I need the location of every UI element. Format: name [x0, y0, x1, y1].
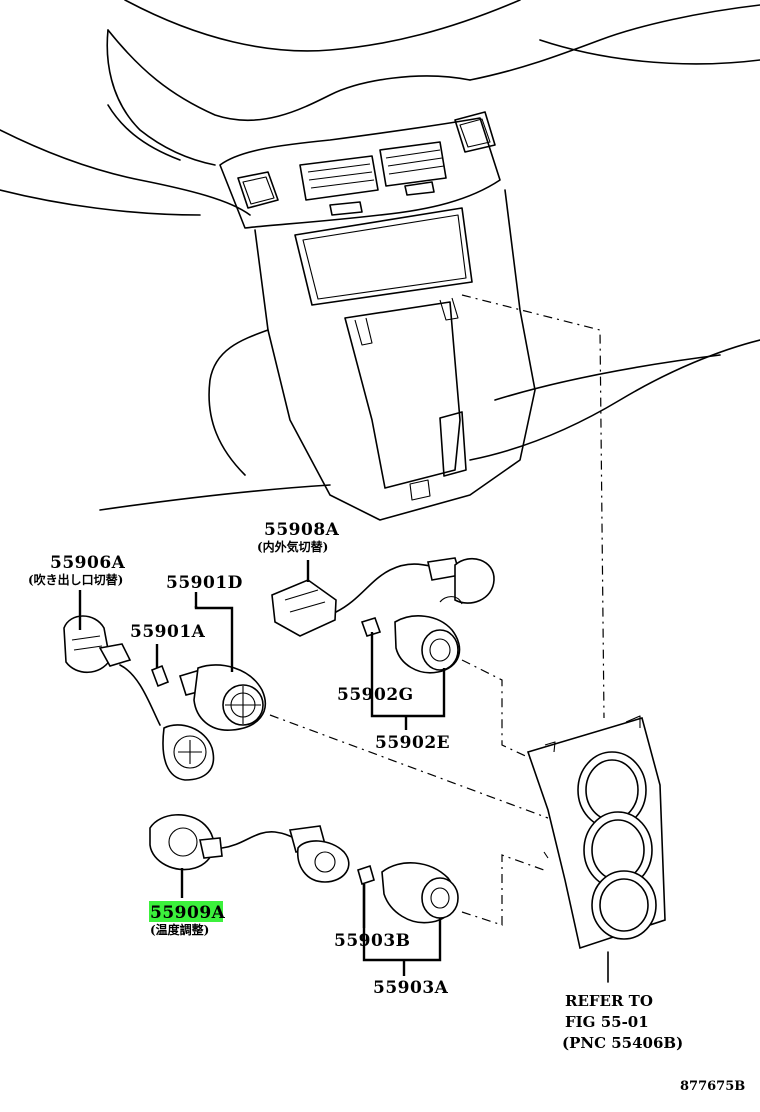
label-55902E: 55902E	[375, 733, 450, 753]
label-55908A-sub: (内外気切替)	[257, 539, 328, 554]
leader-lines	[78, 560, 446, 976]
harness-55908A	[271, 557, 495, 637]
actuator-55909A	[149, 814, 350, 883]
knob-55902E	[360, 615, 461, 674]
label-55901A: 55901A	[130, 622, 206, 642]
label-55903B: 55903B	[334, 931, 411, 951]
dashboard-illustration	[0, 0, 760, 521]
label-55909A: 55909A	[150, 903, 226, 923]
knob-55901D	[150, 664, 267, 731]
harness-55906A	[63, 615, 215, 781]
label-55906A-sub: (吹き出し口切替)	[28, 572, 123, 587]
label-55902G: 55902G	[337, 685, 414, 705]
label-55908A: 55908A	[264, 520, 340, 540]
label-55906A: 55906A	[50, 553, 126, 573]
label-55903A: 55903A	[373, 978, 449, 998]
refer-line-3: (PNC 55406B)	[562, 1034, 683, 1052]
figure-id: 877675B	[680, 1079, 745, 1094]
connector-lines	[269, 294, 605, 926]
refer-line-2: FIG 55-01	[565, 1013, 649, 1031]
label-55909A-sub: (温度調整)	[150, 922, 209, 937]
part-labels: 55908A (内外気切替) 55906A (吹き出し口切替) 55901D 5…	[28, 520, 745, 1094]
refer-line-1: REFER TO	[565, 992, 653, 1010]
knob-55903A	[357, 862, 459, 924]
control-bezel	[526, 715, 666, 983]
highlight-55909A	[149, 901, 223, 922]
label-55901D: 55901D	[166, 573, 243, 593]
